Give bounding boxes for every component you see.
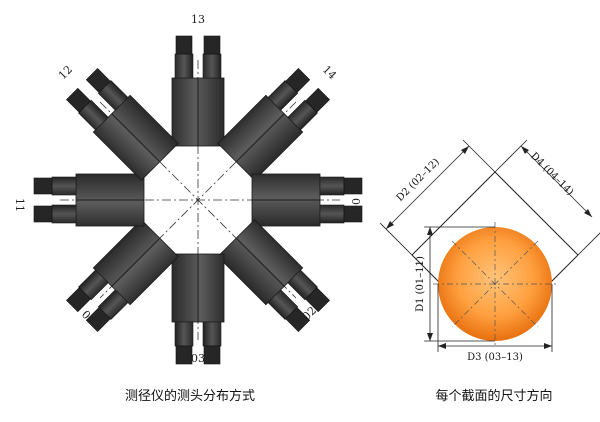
section-figure: D1 (01–11) D3 (03–13) D2 (02–12) D4 (379, 139, 600, 363)
probe-13 (171, 35, 225, 147)
probe-03 (171, 253, 225, 365)
dim-d4 (494, 139, 600, 256)
probe-label-13: 13 (191, 13, 205, 26)
probe-label-14: 14 (320, 63, 339, 82)
left-caption: 测径仪的测头分布方式 (125, 388, 255, 404)
probe-label-12: 12 (56, 63, 75, 82)
probe-label-01: 01 (349, 198, 362, 212)
dim-d1 (424, 226, 495, 342)
dim-d3 (437, 284, 553, 352)
right-caption: 每个截面的尺寸方向 (435, 388, 552, 404)
probe-11 (33, 173, 145, 227)
dim-d3-label: D3 (03–13) (467, 352, 523, 363)
dim-d2 (379, 139, 496, 256)
dim-d4-label: D4 (04–14) (528, 151, 575, 198)
probe-01 (251, 173, 363, 227)
probe-label-11: 11 (13, 198, 26, 212)
dim-d1-label: D1 (01–11) (415, 256, 426, 312)
probe-label-03: 03 (191, 352, 205, 365)
